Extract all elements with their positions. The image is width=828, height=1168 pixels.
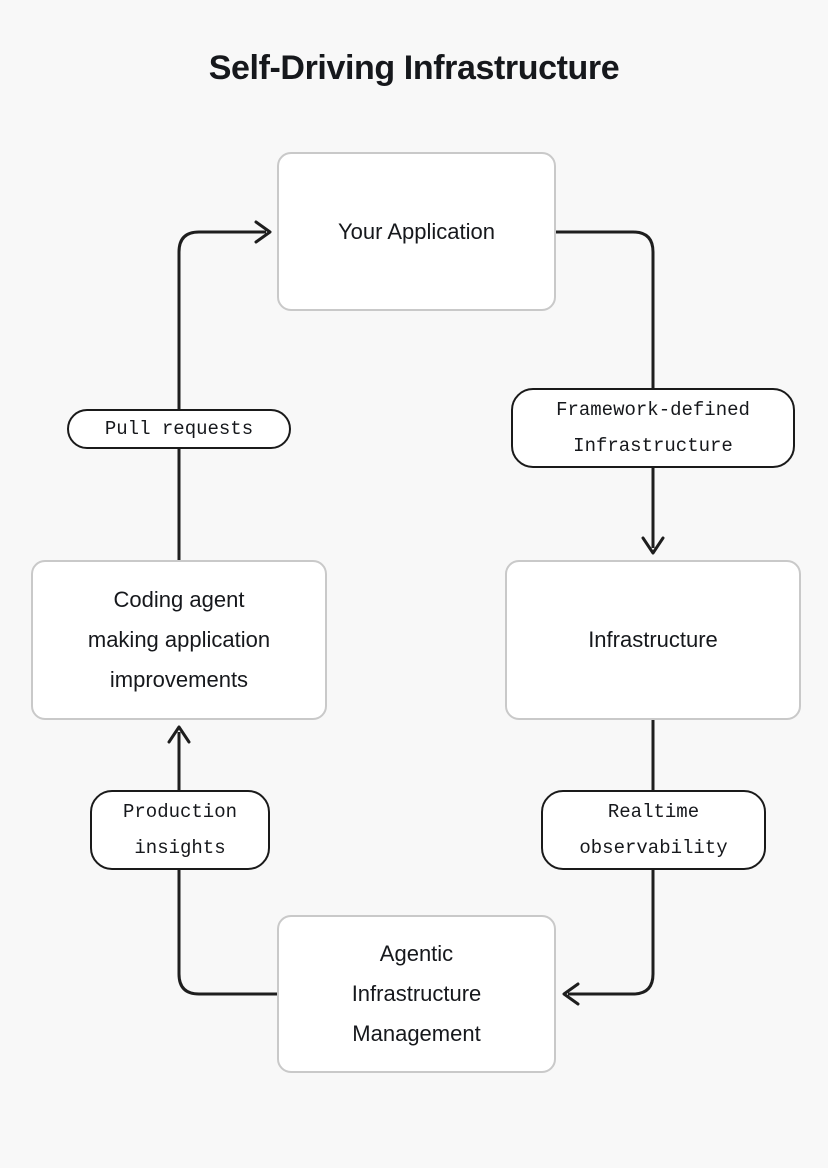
edge-app-to-infra — [556, 230, 665, 555]
node-coding-agent[interactable]: Coding agent making application improvem… — [31, 560, 327, 720]
edge-aim-to-agent — [167, 725, 277, 996]
edge-agent-to-app — [177, 220, 272, 560]
node-infrastructure[interactable]: Infrastructure — [505, 560, 801, 720]
edge-label-framework-defined-infrastructure[interactable]: Framework-defined Infrastructure — [511, 388, 795, 468]
page-title: Self-Driving Infrastructure — [208, 49, 620, 87]
node-your-application[interactable]: Your Application — [277, 152, 556, 311]
edge-infra-to-aim — [562, 720, 655, 1006]
edge-label-pull-requests[interactable]: Pull requests — [67, 409, 291, 449]
edge-label-production-insights[interactable]: Production insights — [90, 790, 270, 870]
node-agentic-infrastructure-management[interactable]: Agentic Infrastructure Management — [277, 915, 556, 1073]
edge-label-realtime-observability[interactable]: Realtime observability — [541, 790, 766, 870]
